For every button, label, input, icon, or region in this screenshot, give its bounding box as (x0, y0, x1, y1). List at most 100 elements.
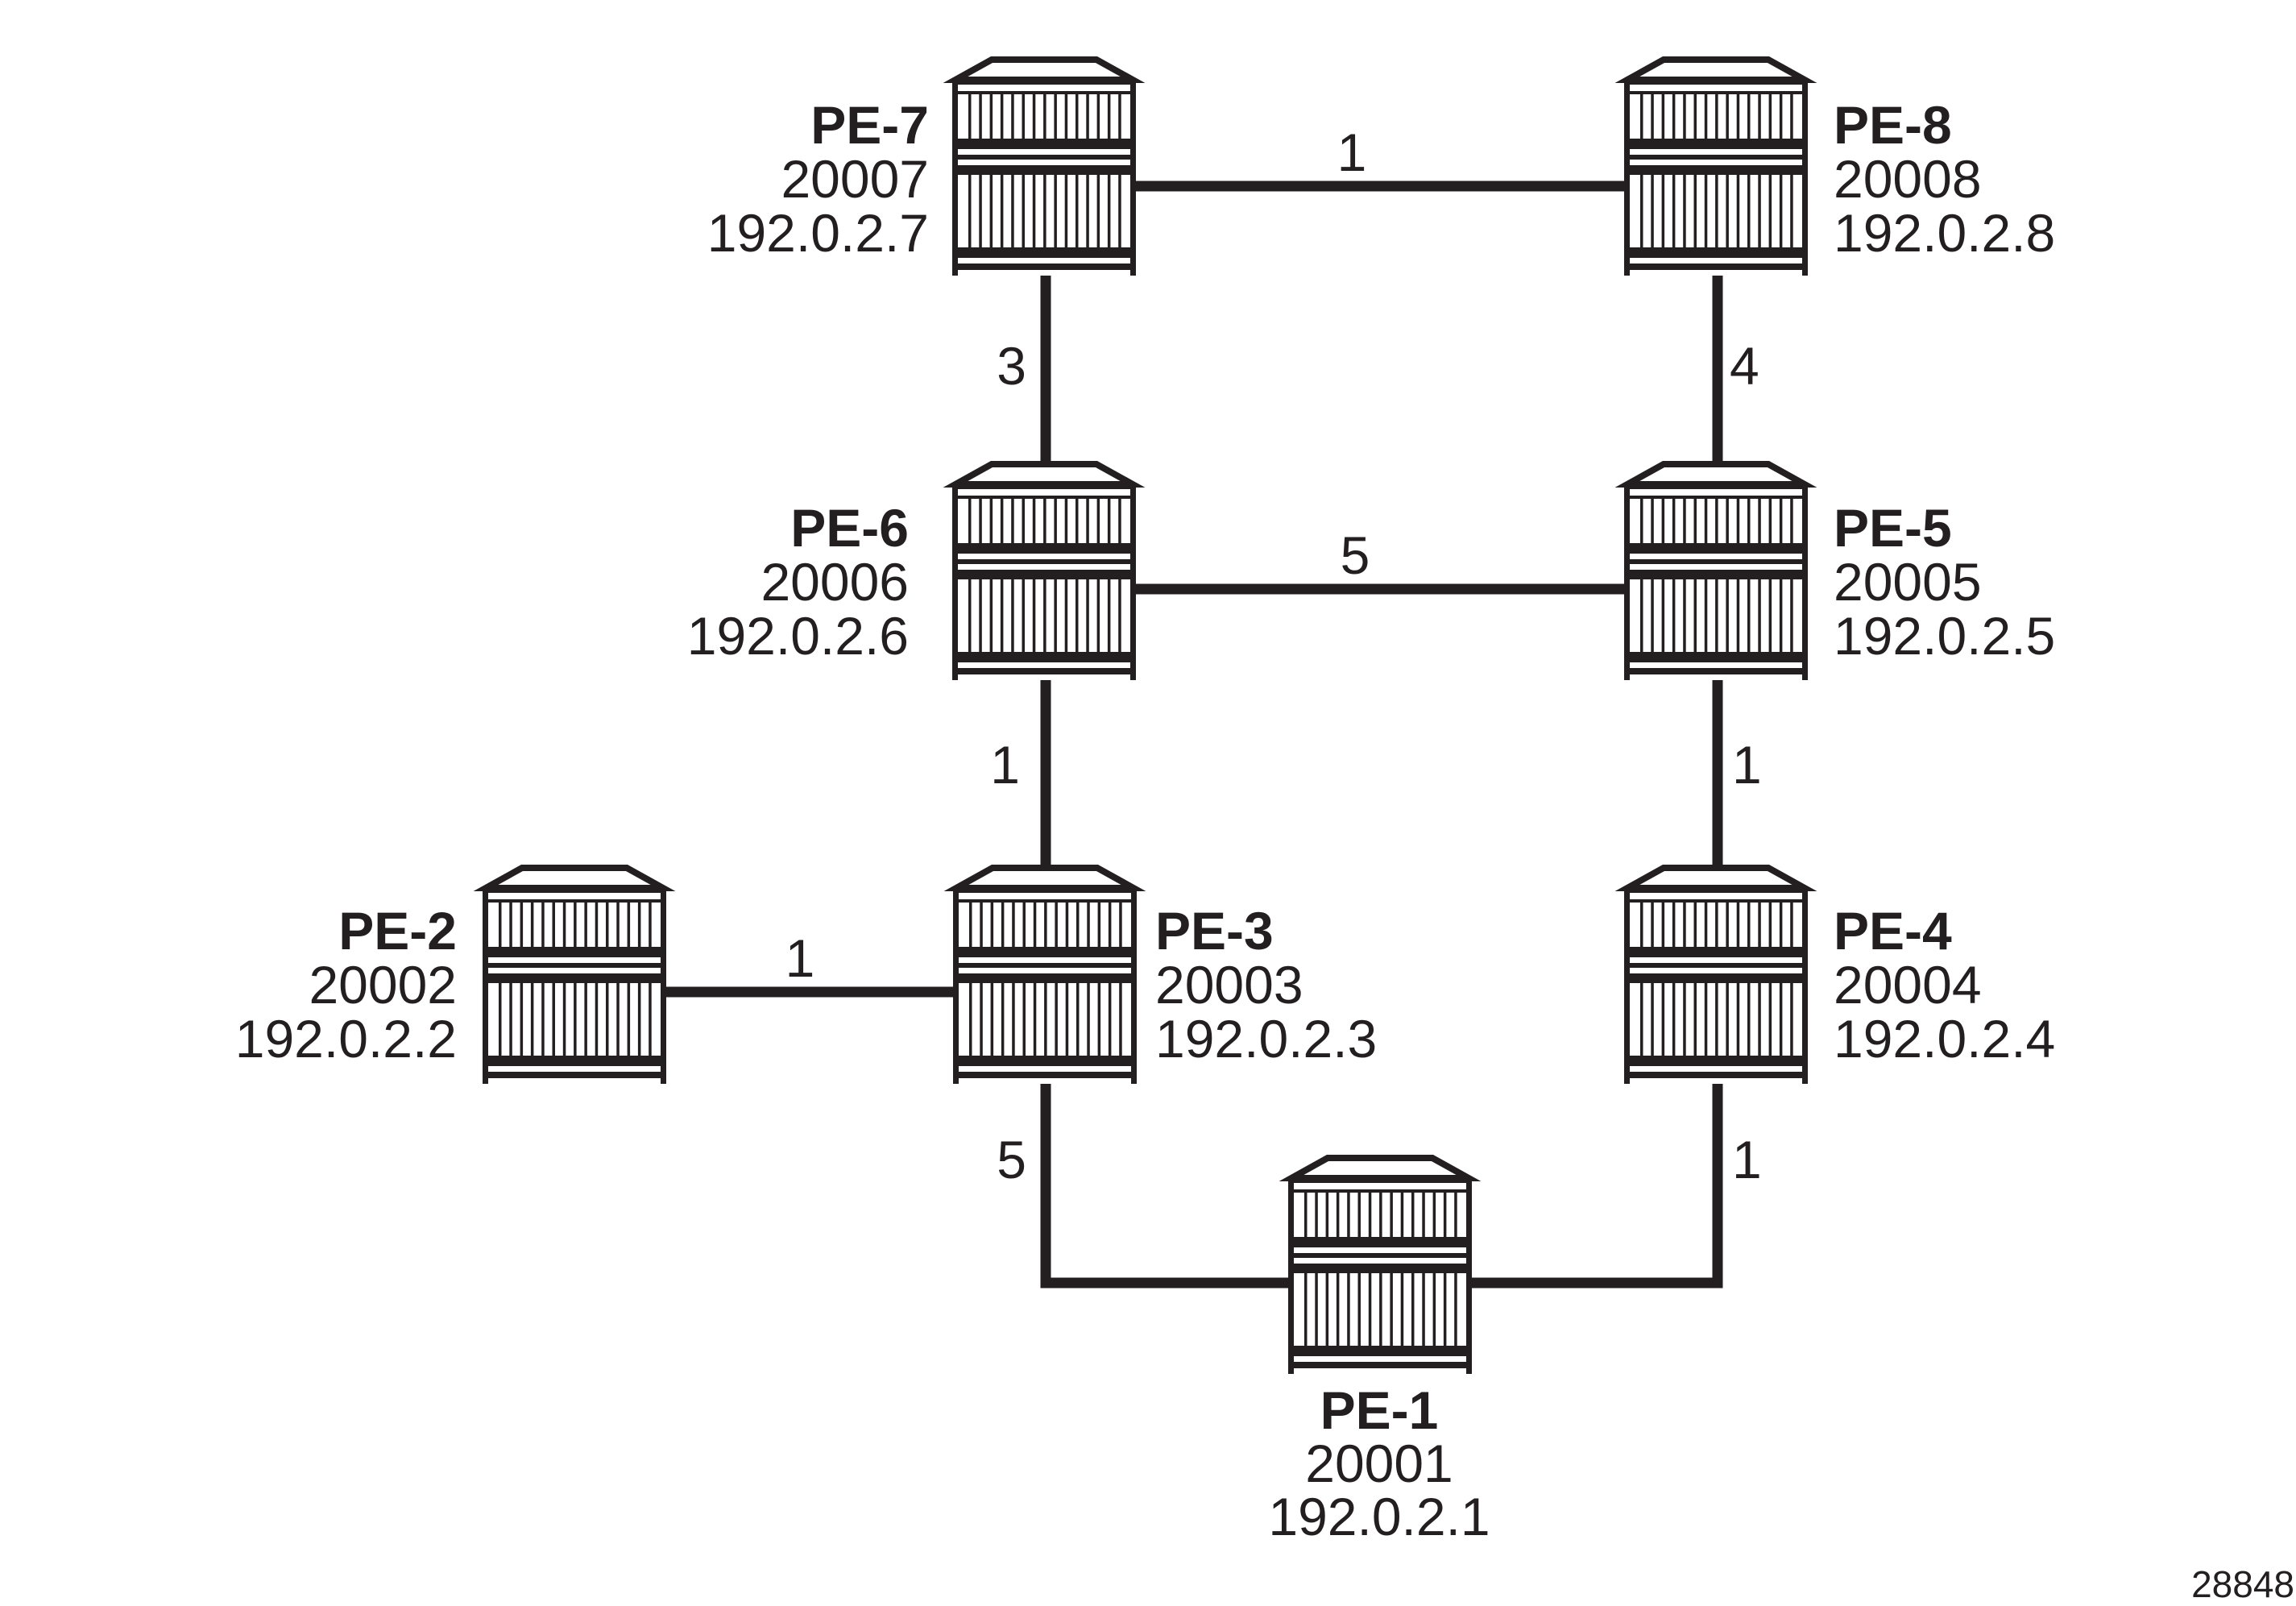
router-slot (1768, 579, 1772, 652)
router-slot (1411, 1273, 1415, 1346)
router-slot (1736, 983, 1740, 1056)
router-bar (1624, 139, 1808, 149)
node-sid: 20006 (760, 552, 909, 612)
router-slot (1357, 1193, 1361, 1237)
router-slot (1693, 983, 1697, 1056)
router-slot (1347, 1273, 1350, 1346)
node-sid: 20008 (1834, 149, 1982, 209)
router-slot (1087, 903, 1090, 947)
router-slot (1390, 1273, 1393, 1346)
router-slot (1032, 499, 1036, 543)
router-slot (1758, 903, 1761, 947)
router-slot (990, 903, 994, 947)
router-bar (1624, 264, 1808, 270)
router-slot (1790, 94, 1793, 139)
router-slot (1726, 175, 1729, 247)
router-icon-pe-1 (1279, 1155, 1482, 1374)
router-bar (1288, 1189, 1472, 1193)
router-slot (989, 579, 993, 652)
router-slot (989, 499, 993, 543)
node-name: PE-3 (1155, 901, 1274, 961)
router-slot (530, 983, 534, 1056)
router-slot (1043, 499, 1046, 543)
router-slot (1672, 983, 1676, 1056)
router-slot (1065, 983, 1069, 1056)
router-slot (979, 579, 982, 652)
router-slot (530, 903, 534, 947)
router-slot (1315, 1273, 1318, 1346)
link-metric-pe7-pe8: 1 (1337, 122, 1367, 182)
router-slot (1118, 579, 1121, 652)
router-slot (1422, 1273, 1425, 1346)
node-label-pe2: PE-2 20002 192.0.2.2 (235, 901, 457, 1069)
router-bar (953, 947, 1137, 957)
router-slot (1747, 983, 1751, 1056)
router-bar (1624, 886, 1808, 893)
router-bar (483, 947, 666, 957)
router-slot (552, 983, 555, 1056)
router-slot (1432, 1193, 1436, 1237)
figure-id: 28848 (2191, 1563, 2294, 1605)
node-name: PE-5 (1834, 498, 1952, 558)
router-slot (1096, 499, 1100, 543)
router-slot (1064, 94, 1068, 139)
router-slot (1779, 983, 1783, 1056)
router-slot (1043, 579, 1046, 652)
router-slot (562, 903, 566, 947)
router-slot (1704, 94, 1708, 139)
router-icon-pe-4 (1614, 865, 1817, 1084)
node-sid: 20004 (1834, 955, 1982, 1015)
router-slot (1747, 579, 1751, 652)
router-slot (1640, 175, 1643, 247)
router-slot (1054, 94, 1057, 139)
router-slot (1768, 175, 1772, 247)
node-label-pe1: PE-1 20001 192.0.2.1 (1268, 1380, 1490, 1546)
router-slot (606, 983, 609, 1056)
router-slot (606, 903, 609, 947)
router-slot (1044, 903, 1047, 947)
router-slot (969, 903, 972, 947)
node-ip: 192.0.2.3 (1155, 1009, 1377, 1069)
router-slot (595, 903, 599, 947)
router-bar (953, 973, 1137, 983)
router-icon-pe-6 (943, 461, 1146, 680)
router-slot (1758, 499, 1761, 543)
router-slot (1779, 903, 1783, 947)
router-slot (1022, 499, 1025, 543)
router-slot (1661, 499, 1665, 543)
router-bar (1624, 559, 1808, 564)
router-slot (1790, 499, 1793, 543)
router-slot (520, 983, 524, 1056)
router-slot (1000, 579, 1004, 652)
router-bar (952, 543, 1136, 554)
router-slot (1683, 499, 1686, 543)
node-sid: 20005 (1834, 552, 1982, 612)
router-slot (1118, 94, 1121, 139)
router-bar (1624, 947, 1808, 957)
node-label-pe3: PE-3 20003 192.0.2.3 (1155, 901, 1377, 1069)
router-slot (1390, 1193, 1393, 1237)
router-wall-right (661, 886, 666, 1084)
router-slot (1033, 903, 1037, 947)
node-sid: 20003 (1155, 955, 1303, 1015)
router-slot (1726, 499, 1729, 543)
router-slot (1022, 175, 1025, 247)
router-wall-right (1130, 483, 1136, 680)
router-slot (649, 983, 652, 1056)
router-wall-left (1624, 886, 1630, 1084)
router-wall-left (953, 886, 959, 1084)
router-slot (979, 175, 982, 247)
router-slot (1011, 94, 1014, 139)
router-slot (1368, 1273, 1372, 1346)
router-bar (1288, 1176, 1472, 1183)
router-bar (952, 91, 1136, 94)
router-bar (952, 78, 1136, 85)
router-slot (1651, 499, 1654, 543)
router-bar (1288, 1253, 1472, 1258)
router-slot (1108, 903, 1112, 947)
router-wall-right (1466, 1176, 1472, 1374)
link-metric-pe3-pe1: 5 (997, 1130, 1026, 1189)
router-slot (1715, 579, 1718, 652)
router-slot (1119, 983, 1122, 1056)
